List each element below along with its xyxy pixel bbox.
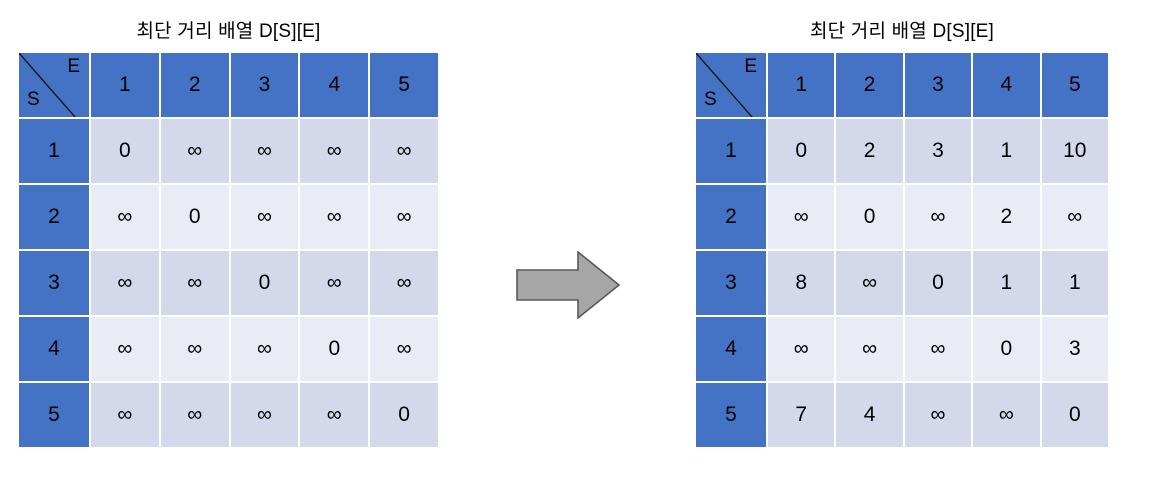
matrix-title-right: 최단 거리 배열 D[S][E] [809, 21, 995, 42]
matrix-cell: 3 [1041, 317, 1108, 381]
column-header-2: 2 [836, 53, 903, 117]
row-header-1: 1 [19, 119, 89, 183]
table-row: 3 ∞ ∞ 0 ∞ ∞ [19, 251, 438, 315]
row-header-2: 2 [696, 185, 766, 249]
matrix-cell: ∞ [904, 383, 972, 447]
matrix-cell: 1 [973, 119, 1040, 183]
distance-matrix-right: E S 1 2 3 4 5 1 0 2 3 1 10 2 ∞ 0 [694, 51, 1110, 449]
table-row: 2 ∞ 0 ∞ ∞ ∞ [19, 185, 438, 249]
axis-label-e: E [744, 56, 757, 77]
right-block-arrow-icon [516, 251, 620, 319]
matrix-cell: ∞ [768, 185, 835, 249]
matrix-cell: ∞ [370, 185, 438, 249]
axis-label-e: E [67, 56, 80, 77]
matrix-cell: 0 [370, 383, 438, 447]
matrix-cell: ∞ [836, 251, 903, 315]
matrix-cell: ∞ [91, 185, 159, 249]
matrix-cell: ∞ [300, 251, 369, 315]
matrix-cell: 1 [1041, 251, 1108, 315]
axis-corner-cell: E S [696, 53, 766, 117]
matrix-cell: 10 [1041, 119, 1108, 183]
matrix-cell: ∞ [91, 251, 159, 315]
matrix-cell: ∞ [230, 317, 299, 381]
table-row: 4 ∞ ∞ ∞ 0 3 [696, 317, 1108, 381]
matrix-cell: 0 [91, 119, 159, 183]
matrix-cell: ∞ [160, 119, 229, 183]
column-header-5: 5 [370, 53, 438, 117]
matrix-cell: ∞ [904, 317, 972, 381]
matrix-cell: ∞ [300, 185, 369, 249]
matrix-cell: 0 [230, 251, 299, 315]
axis-corner-cell: E S [19, 53, 89, 117]
matrix-cell: 8 [768, 251, 835, 315]
row-header-5: 5 [696, 383, 766, 447]
matrix-cell: ∞ [230, 119, 299, 183]
matrix-cell: ∞ [370, 317, 438, 381]
matrix-cell: ∞ [300, 383, 369, 447]
table-row: 2 ∞ 0 ∞ 2 ∞ [696, 185, 1108, 249]
matrix-cell: 0 [904, 251, 972, 315]
column-header-5: 5 [1041, 53, 1108, 117]
matrix-cell: 0 [836, 185, 903, 249]
matrix-panel-right: 최단 거리 배열 D[S][E] E S 1 2 3 4 5 1 0 [694, 0, 1110, 449]
matrix-cell: ∞ [160, 383, 229, 447]
matrix-title-left: 최단 거리 배열 D[S][E] [136, 21, 321, 42]
column-header-1: 1 [768, 53, 835, 117]
matrix-cell: 0 [1041, 383, 1108, 447]
matrix-cell: ∞ [91, 383, 159, 447]
row-header-4: 4 [696, 317, 766, 381]
diagonal-divider-icon [19, 53, 76, 117]
table-row: 5 ∞ ∞ ∞ ∞ 0 [19, 383, 438, 447]
table-row: 5 7 4 ∞ ∞ 0 [696, 383, 1108, 447]
table-row: 3 8 ∞ 0 1 1 [696, 251, 1108, 315]
axis-label-s: S [27, 89, 40, 110]
table-header-row: E S 1 2 3 4 5 [19, 53, 438, 117]
distance-matrix-left: E S 1 2 3 4 5 1 0 ∞ ∞ ∞ ∞ 2 ∞ 0 [17, 51, 440, 449]
matrix-cell: 7 [768, 383, 835, 447]
matrix-cell: ∞ [1041, 185, 1108, 249]
matrix-cell: ∞ [973, 383, 1040, 447]
table-header-row: E S 1 2 3 4 5 [696, 53, 1108, 117]
column-header-1: 1 [91, 53, 159, 117]
matrix-cell: 0 [300, 317, 369, 381]
matrix-cell: 0 [768, 119, 835, 183]
table-row: 4 ∞ ∞ ∞ 0 ∞ [19, 317, 438, 381]
column-header-2: 2 [160, 53, 229, 117]
matrix-cell: 3 [904, 119, 972, 183]
matrix-cell: 0 [160, 185, 229, 249]
matrix-cell: ∞ [904, 185, 972, 249]
matrix-cell: ∞ [370, 251, 438, 315]
row-header-3: 3 [19, 251, 89, 315]
table-row: 1 0 2 3 1 10 [696, 119, 1108, 183]
matrix-cell: ∞ [300, 119, 369, 183]
diagonal-divider-icon [696, 53, 753, 117]
matrix-cell: ∞ [230, 185, 299, 249]
row-header-1: 1 [696, 119, 766, 183]
matrix-cell: ∞ [370, 119, 438, 183]
column-header-3: 3 [230, 53, 299, 117]
column-header-4: 4 [300, 53, 369, 117]
matrix-cell: ∞ [836, 317, 903, 381]
column-header-3: 3 [904, 53, 972, 117]
axis-label-s: S [704, 89, 717, 110]
column-header-4: 4 [973, 53, 1040, 117]
matrix-cell: 2 [973, 185, 1040, 249]
matrix-cell: 2 [836, 119, 903, 183]
matrix-cell: ∞ [768, 317, 835, 381]
matrix-cell: ∞ [91, 317, 159, 381]
matrix-panel-left: 최단 거리 배열 D[S][E] E S 1 2 3 4 5 1 0 [17, 0, 440, 449]
row-header-3: 3 [696, 251, 766, 315]
matrix-cell: ∞ [230, 383, 299, 447]
matrix-cell: ∞ [160, 317, 229, 381]
row-header-5: 5 [19, 383, 89, 447]
matrix-cell: ∞ [160, 251, 229, 315]
matrix-cell: 4 [836, 383, 903, 447]
table-row: 1 0 ∞ ∞ ∞ ∞ [19, 119, 438, 183]
matrix-cell: 0 [973, 317, 1040, 381]
matrix-cell: 1 [973, 251, 1040, 315]
row-header-2: 2 [19, 185, 89, 249]
row-header-4: 4 [19, 317, 89, 381]
